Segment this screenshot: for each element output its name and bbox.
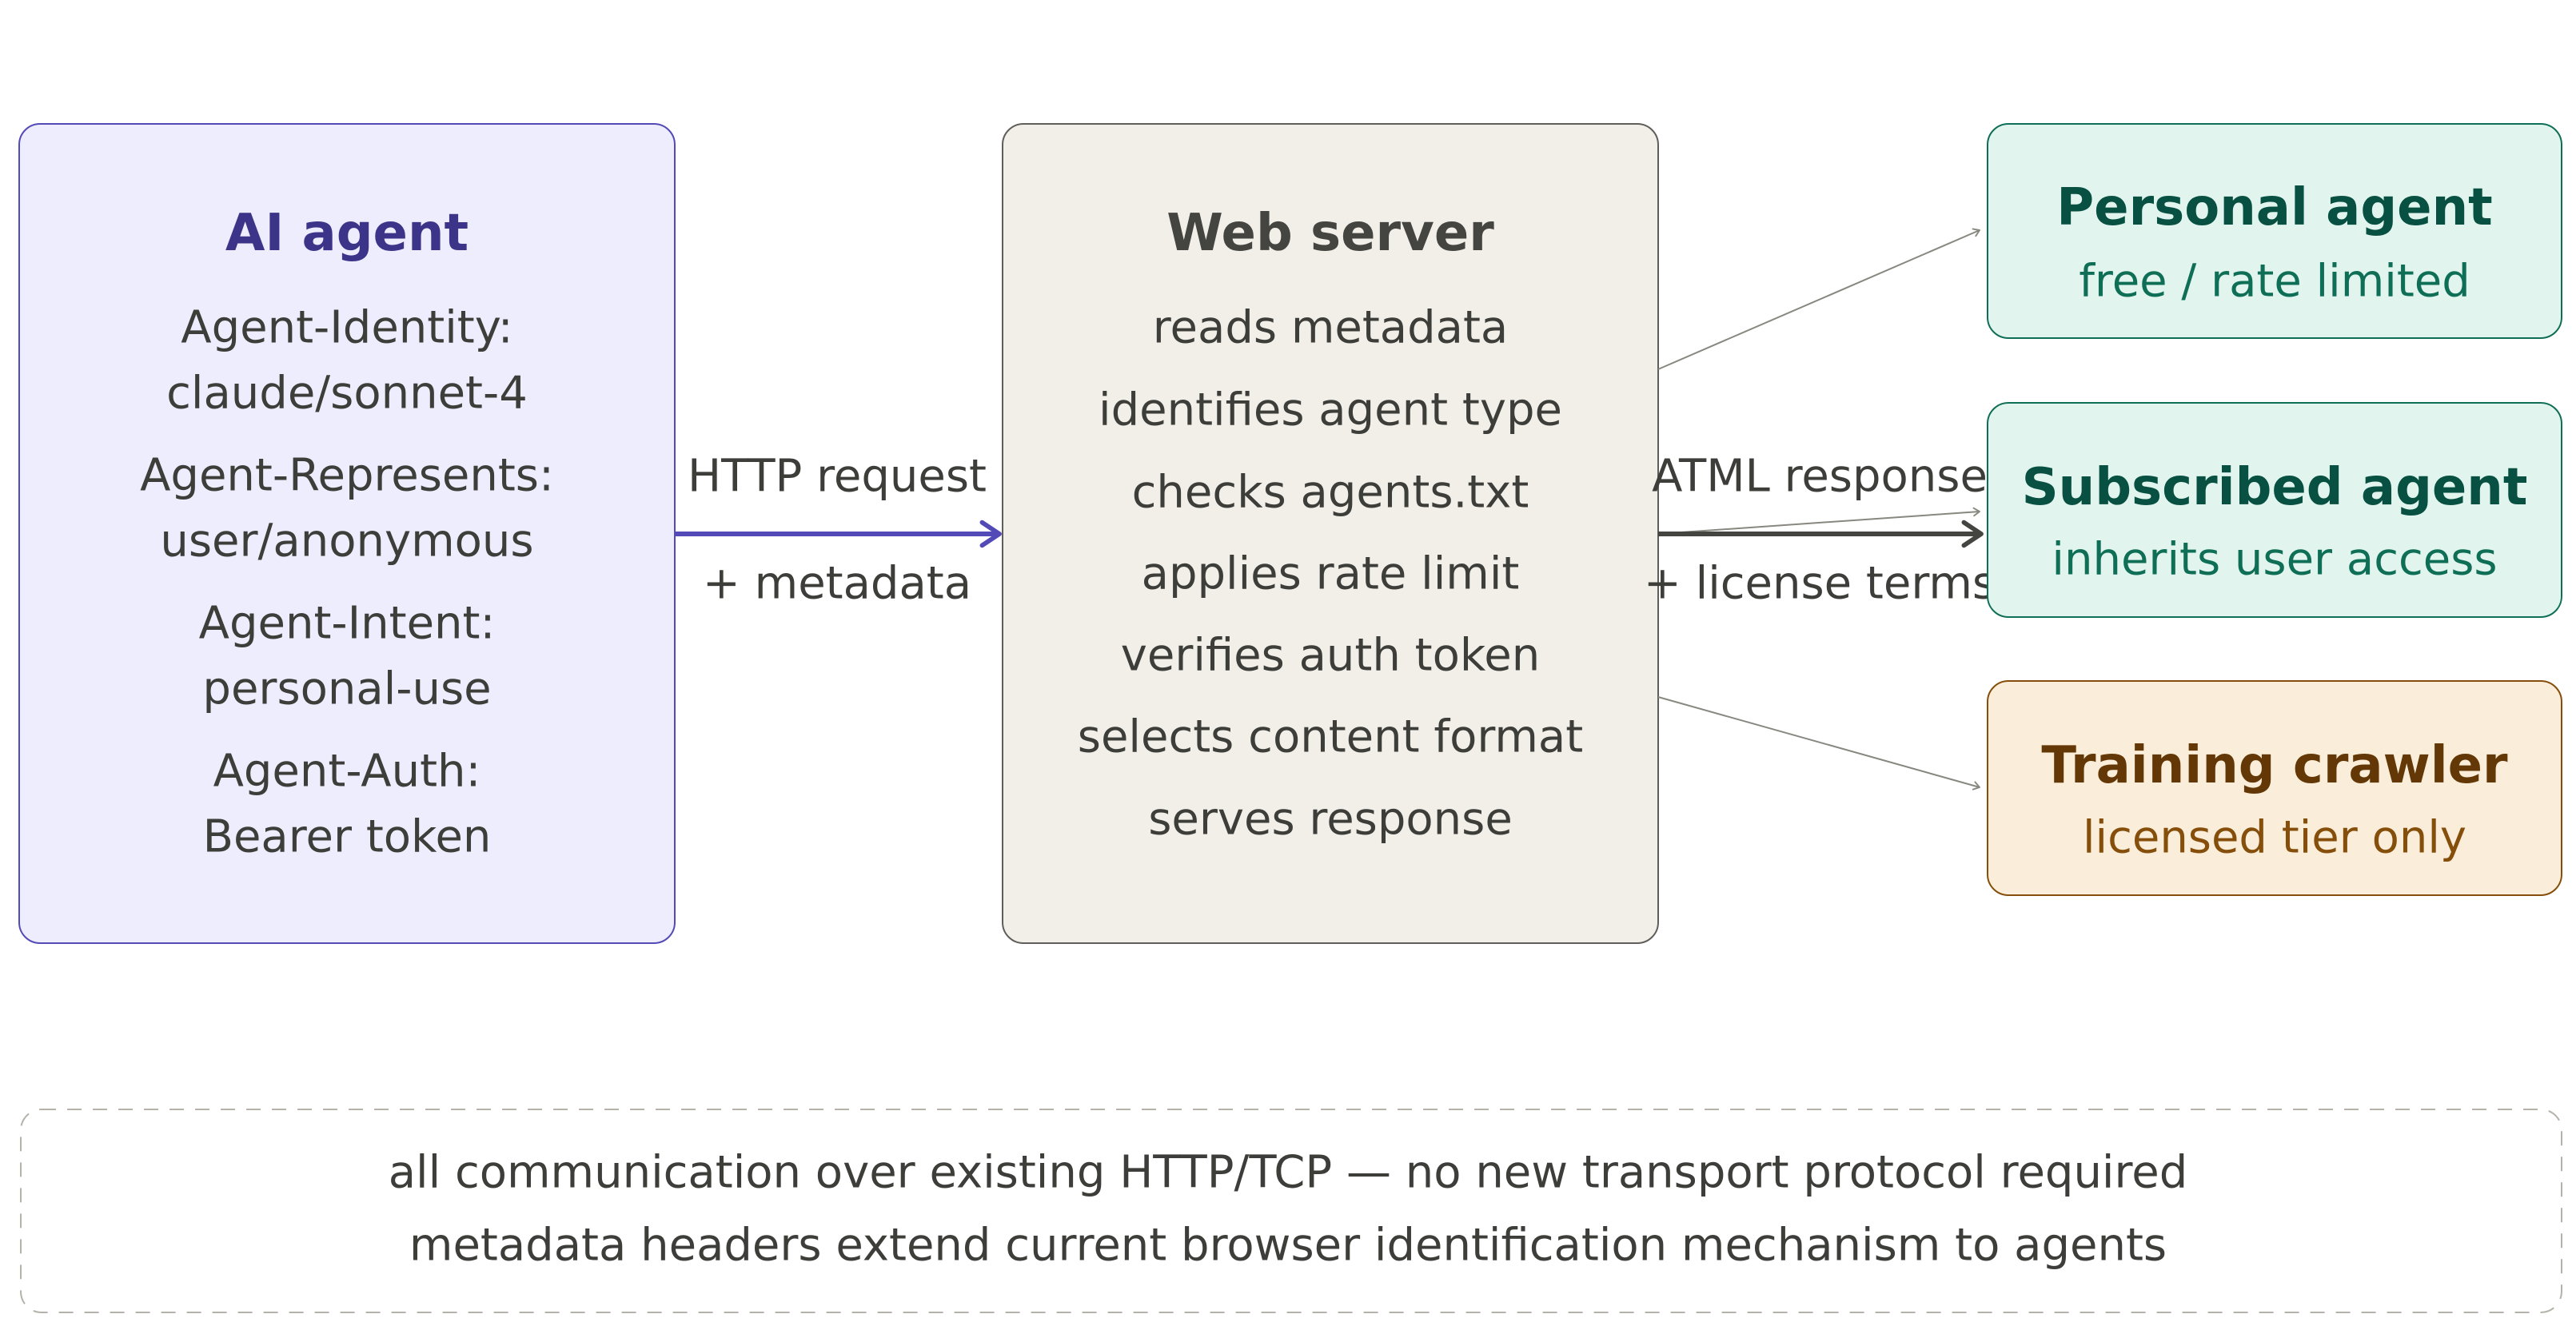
agent-header-line: Agent-Auth:: [213, 746, 481, 798]
agent-header-line: Agent-Represents:: [140, 450, 554, 502]
server-step: serves response: [1148, 794, 1513, 846]
server-step: reads metadata: [1153, 302, 1509, 354]
agent-header-value: user/anonymous: [160, 516, 533, 567]
outcome-title: Personal agent: [2056, 178, 2492, 237]
fan-out-connectors: [1657, 228, 1980, 790]
outcome-subtitle: licensed tier only: [2083, 812, 2466, 864]
outcome-box: [1987, 123, 2562, 339]
ai-agent-title: AI agent: [225, 204, 469, 263]
web-server-node: Web server reads metadata identifies age…: [1002, 123, 1659, 944]
request-sublabel: + metadata: [703, 558, 971, 610]
server-step: selects content format: [1078, 711, 1583, 763]
server-step: identifies agent type: [1099, 384, 1562, 436]
outcome-title: Subscribed agent: [2022, 458, 2528, 517]
agent-header-value: personal-use: [202, 663, 491, 715]
ai-agent-node: AI agent Agent-Identity: claude/sonnet-4…: [18, 123, 676, 944]
footer-note-box: [20, 1109, 2562, 1313]
outcome-training-crawler: Training crawler licensed tier only: [1987, 680, 2562, 896]
outcome-title: Training crawler: [2041, 736, 2508, 795]
fan-line-subscribed: [1657, 507, 1980, 535]
server-step: checks agents.txt: [1132, 467, 1529, 519]
outcome-subtitle: free / rate limited: [2079, 256, 2470, 308]
response-label: ATML response: [1652, 451, 1988, 503]
outcome-box: [1987, 680, 2562, 896]
fan-line-personal: [1657, 228, 1980, 370]
footer-note: all communication over existing HTTP/TCP…: [20, 1109, 2562, 1313]
request-connector: HTTP request + metadata: [675, 451, 1002, 610]
agent-header-value: Bearer token: [203, 811, 492, 863]
response-sublabel: + license terms: [1644, 558, 1996, 610]
web-server-title: Web server: [1166, 204, 1494, 263]
agent-header-line: Agent-Identity:: [181, 302, 512, 354]
agent-header-value: claude/sonnet-4: [166, 368, 528, 420]
outcome-subscribed-agent: Subscribed agent inherits user access: [1987, 402, 2562, 618]
request-label: HTTP request: [688, 451, 987, 503]
response-connector: ATML response + license terms: [1644, 451, 1996, 610]
footer-line-2: metadata headers extend current browser …: [409, 1220, 2167, 1272]
outcome-subtitle: inherits user access: [2052, 534, 2497, 586]
agent-header-line: Agent-Intent:: [199, 598, 496, 650]
outcome-personal-agent: Personal agent free / rate limited: [1987, 123, 2562, 339]
footer-line-1: all communication over existing HTTP/TCP…: [389, 1147, 2188, 1199]
server-step: verifies auth token: [1121, 630, 1541, 682]
server-step: applies rate limit: [1142, 548, 1520, 600]
fan-line-training: [1657, 696, 1980, 790]
outcome-box: [1987, 402, 2562, 618]
